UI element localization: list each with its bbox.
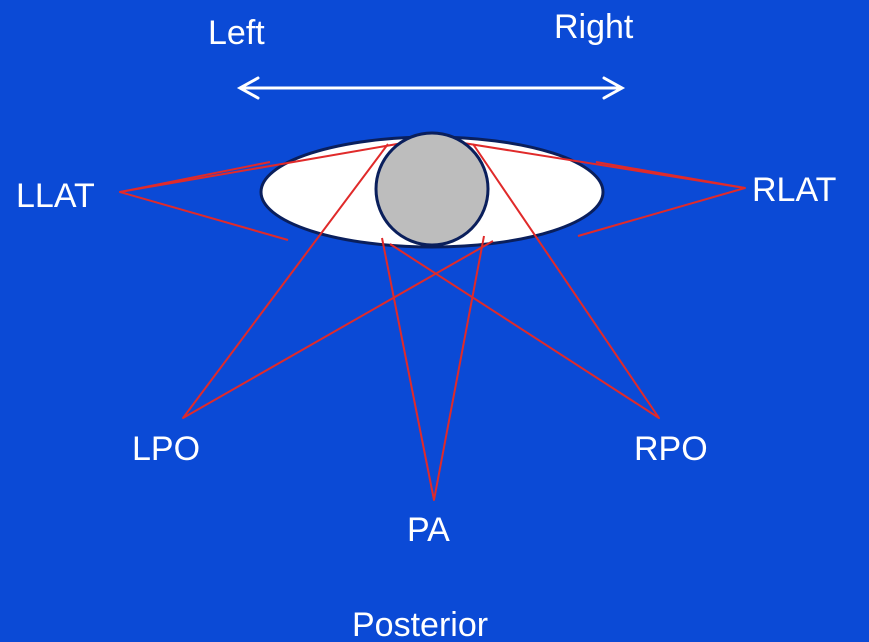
label-rlat: RLAT [752, 171, 836, 209]
left-right-arrow [240, 78, 622, 98]
label-left: Left [208, 14, 265, 52]
center-circle [376, 133, 488, 245]
label-lpo: LPO [132, 430, 200, 468]
label-right: Right [554, 8, 634, 46]
label-llat: LLAT [16, 177, 95, 215]
label-rpo: RPO [634, 430, 708, 468]
label-pa: PA [407, 511, 450, 549]
label-posterior: Posterior [352, 606, 488, 642]
